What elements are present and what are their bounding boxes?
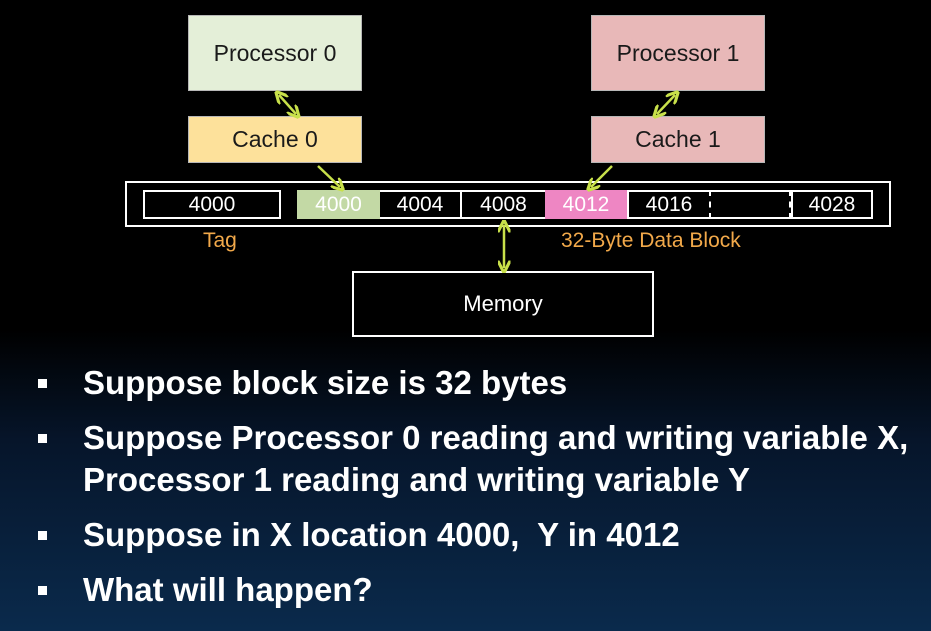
bullet-marker [38, 434, 47, 443]
arrow-cache0-block [317, 165, 340, 187]
bullet-text: Suppose Processor 0 reading and writing … [83, 419, 909, 498]
block-cell-4016: 4016 [627, 190, 709, 219]
cache-1-label: Cache 1 [635, 126, 721, 152]
block-cell-4000: 4000 [297, 190, 380, 219]
bullet-item: Suppose block size is 32 bytes [0, 362, 931, 404]
processor-1-label: Processor 1 [616, 39, 740, 66]
bullet-list: Suppose block size is 32 bytes Suppose P… [0, 362, 931, 624]
block-cell-4012: 4012 [545, 190, 627, 219]
arrow-cache1-block [591, 165, 613, 187]
processor-0-label: Processor 0 [213, 39, 337, 66]
block-cell-4028: 4028 [791, 190, 873, 219]
arrow-cache1-processor1 [657, 95, 675, 114]
bullet-text: What will happen? [83, 571, 373, 608]
bullet-item: Suppose in X location 4000, Y in 4012 [0, 514, 931, 556]
bullet-marker [38, 586, 47, 595]
cache-0-box: Cache 0 [188, 116, 362, 163]
bullet-item: What will happen? [0, 569, 931, 611]
block-cell-empty [709, 190, 791, 219]
bullet-marker [38, 531, 47, 540]
cache-0-label: Cache 0 [232, 126, 318, 152]
block-cell-4008: 4008 [480, 192, 527, 216]
tag-label: Tag [203, 229, 237, 252]
bullet-text: Suppose in X location 4000, Y in 4012 [83, 516, 680, 553]
bullet-item: Suppose Processor 0 reading and writing … [0, 417, 931, 501]
bullet-marker [38, 379, 47, 388]
memory-label: Memory [463, 291, 543, 316]
block-cell-4004: 4004 [380, 190, 462, 219]
data-block-label: 32-Byte Data Block [561, 229, 741, 252]
processor-0-box: Processor 0 [188, 15, 362, 91]
bullet-text: Suppose block size is 32 bytes [83, 364, 568, 401]
cache-1-box: Cache 1 [591, 116, 765, 163]
tag-cell: 4000 [143, 190, 281, 219]
arrow-cache0-processor0 [279, 95, 296, 114]
